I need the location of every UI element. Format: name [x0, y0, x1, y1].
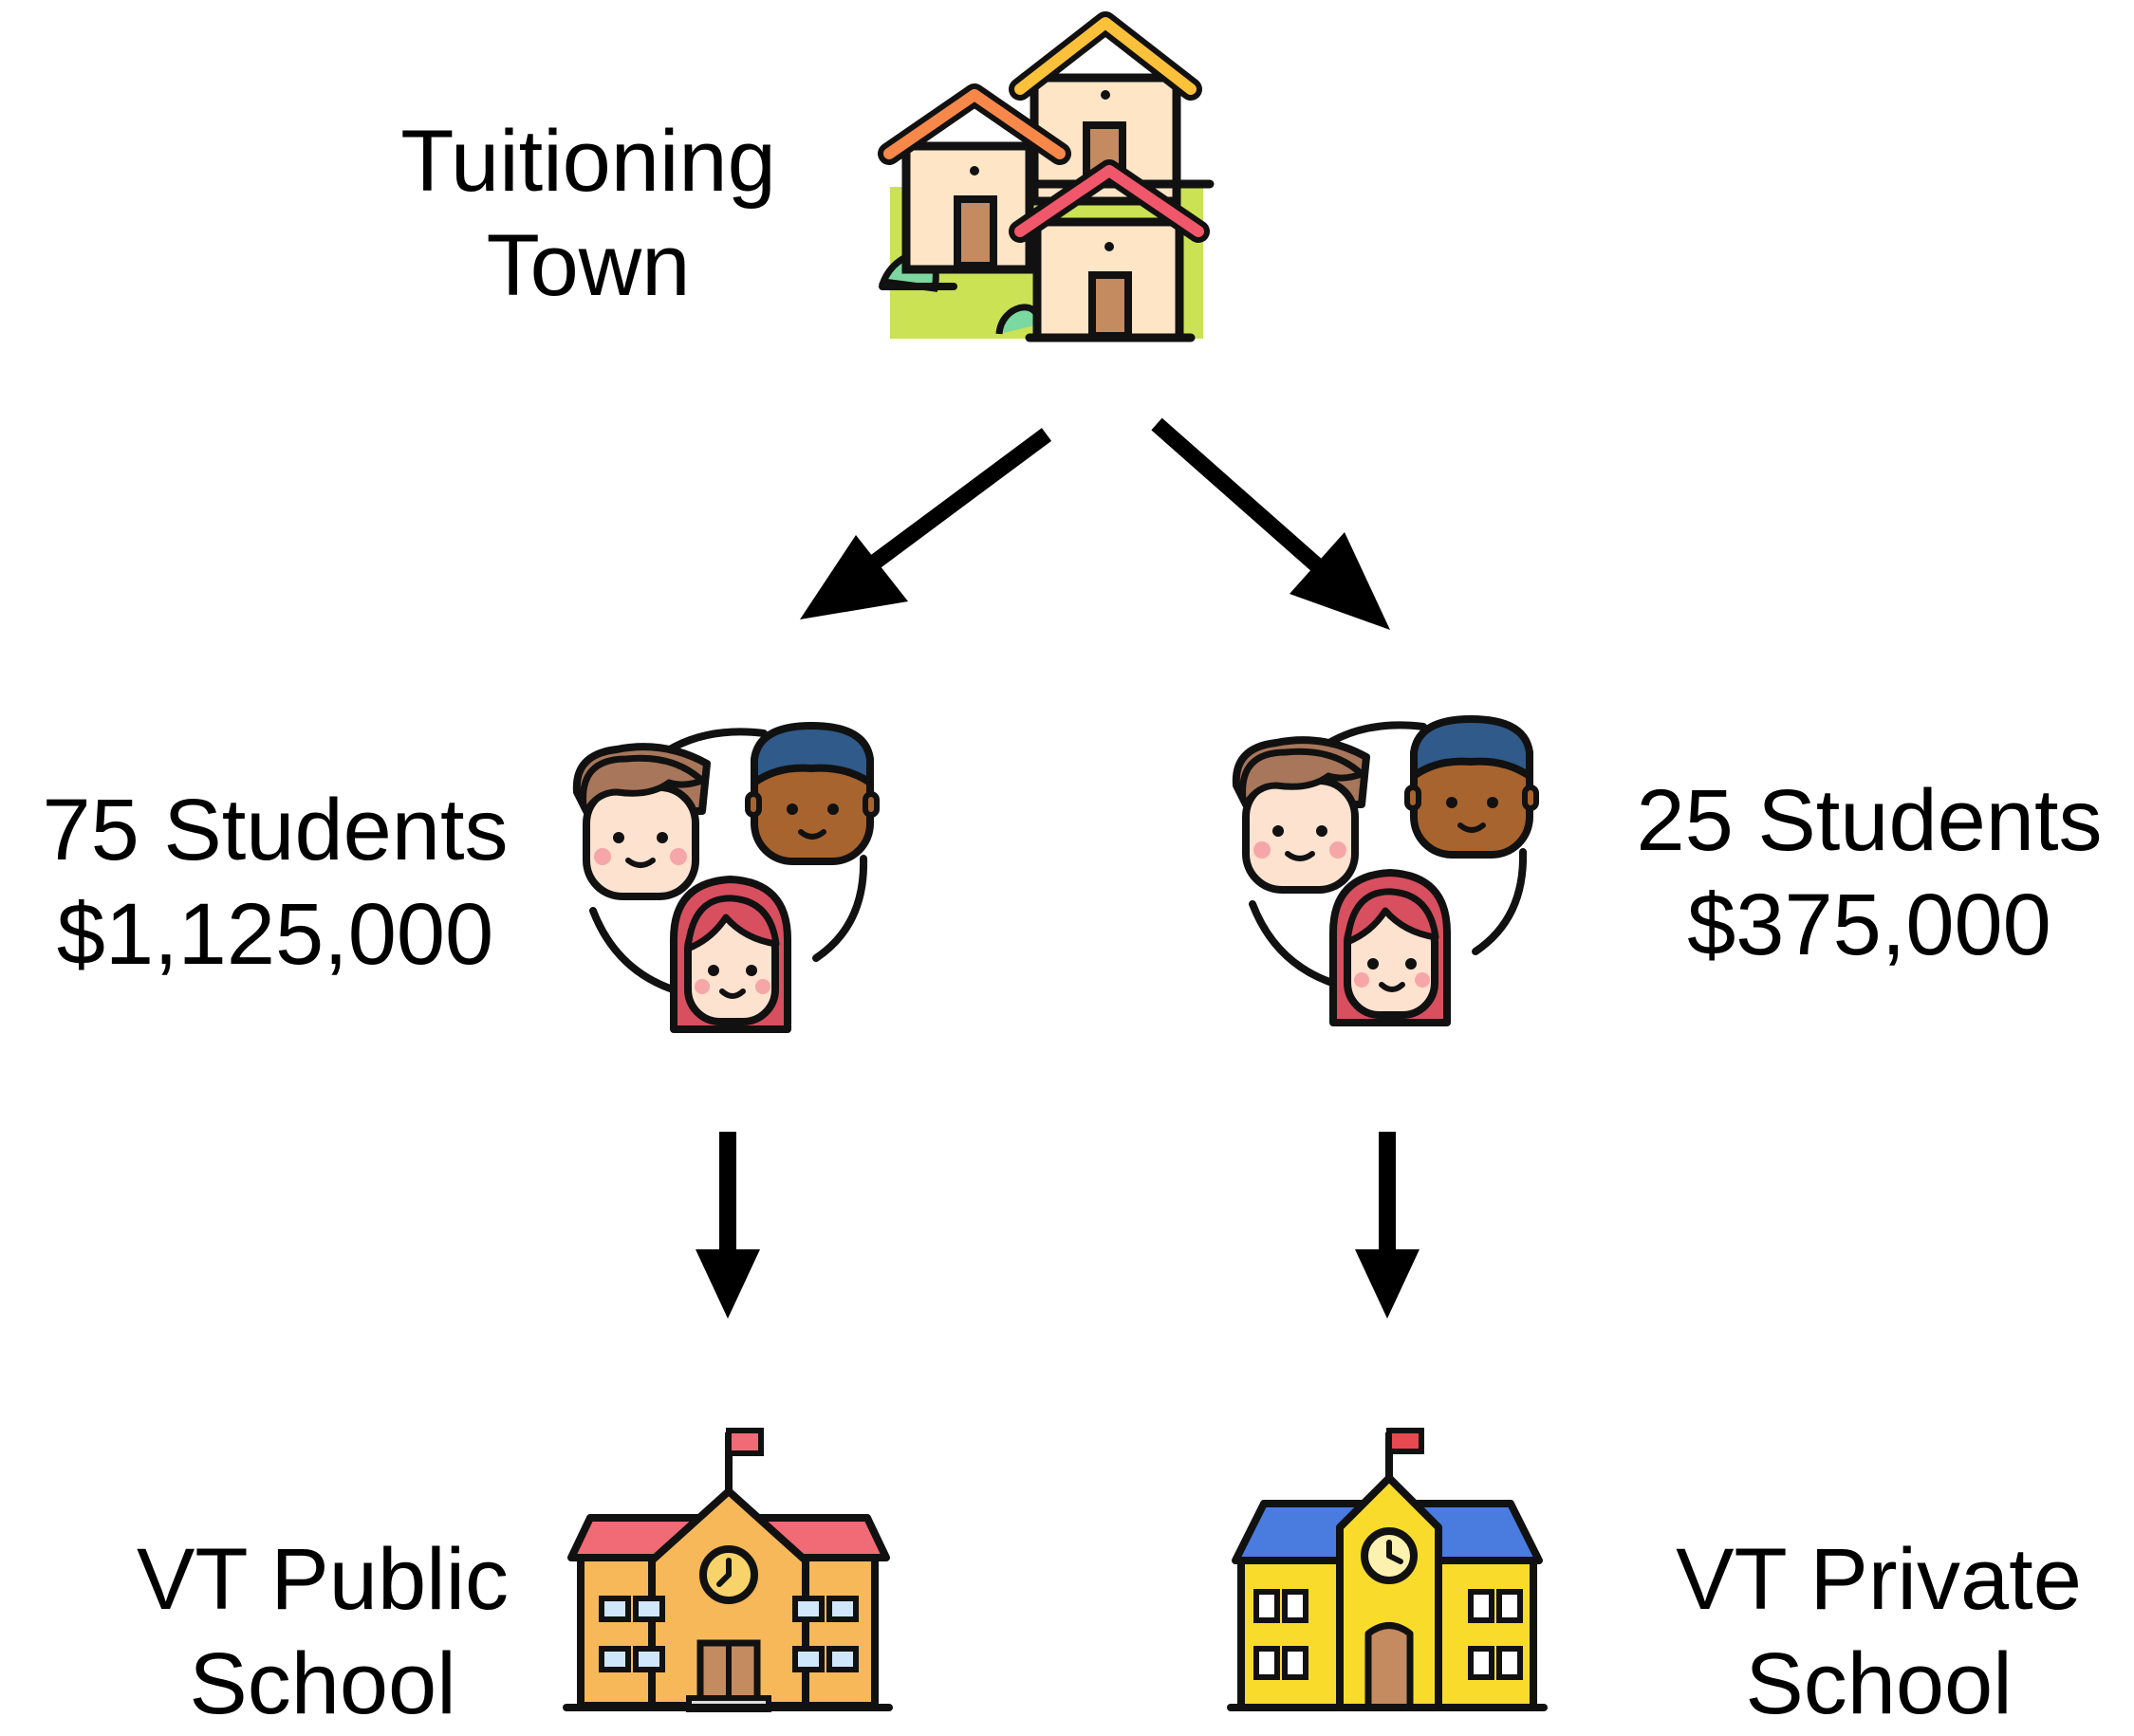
houses-icon	[878, 11, 1215, 342]
school-building-icon	[563, 1428, 893, 1712]
town-label-line2: Town	[486, 217, 691, 314]
private-school-label-line2: School	[1745, 1635, 2013, 1732]
arrow-down-right-icon	[1151, 417, 1390, 630]
public-school-label-line1: VT Public	[136, 1531, 510, 1628]
town-label: Tuitioning Town	[361, 109, 816, 318]
town-label-line1: Tuitioning	[400, 113, 776, 210]
public-school-label-line2: School	[189, 1635, 456, 1732]
right-students-label: 25 Students $375,000	[1613, 768, 2125, 977]
right-students-amount: $375,000	[1687, 877, 2051, 973]
private-school-label-line1: VT Private	[1676, 1531, 2082, 1628]
students-group-icon	[572, 722, 880, 1033]
school-building-icon	[1227, 1428, 1548, 1711]
right-students-count: 25 Students	[1636, 772, 2103, 869]
arrow-down-left-icon	[800, 428, 1052, 619]
private-school-label: VT Private School	[1651, 1527, 2106, 1736]
students-group-icon	[1232, 715, 1539, 1026]
left-students-label: 75 Students $1,125,000	[9, 778, 541, 987]
left-students-amount: $1,125,000	[56, 886, 494, 983]
arrow-down-icon	[696, 1132, 760, 1319]
left-students-count: 75 Students	[42, 782, 509, 878]
arrow-down-icon	[1355, 1132, 1420, 1319]
public-school-label: VT Public School	[95, 1527, 550, 1736]
